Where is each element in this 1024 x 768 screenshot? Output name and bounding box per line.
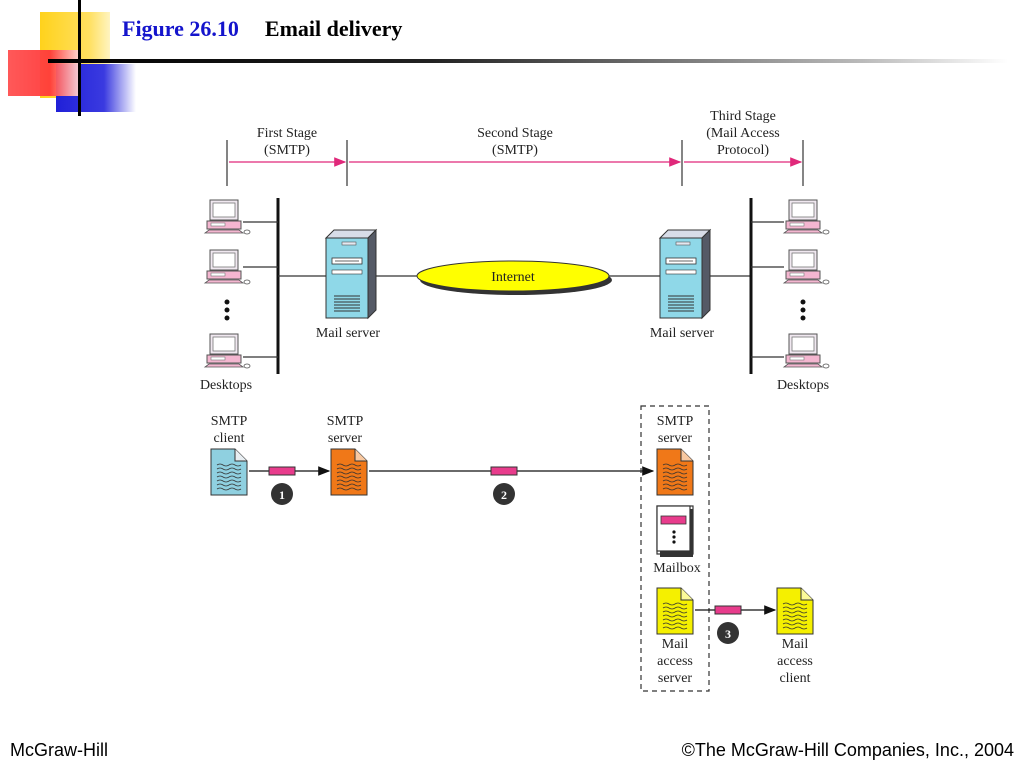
stage3-label-line2: (Mail Access xyxy=(706,126,779,141)
right-desktop-3-icon xyxy=(783,333,830,369)
stage1-label-line1: First Stage xyxy=(257,126,317,141)
smtp-server-2-label-2: server xyxy=(658,431,693,446)
internet-label: Internet xyxy=(491,270,535,285)
stage2-label-line2: (SMTP) xyxy=(492,143,538,158)
mailbox-label: Mailbox xyxy=(653,561,700,576)
left-mail-server-icon xyxy=(325,229,377,319)
packet-2-icon xyxy=(490,466,518,476)
left-lan-bus xyxy=(243,198,280,374)
stage3-label-line1: Third Stage xyxy=(710,109,776,124)
smtp-server-1-label-1: SMTP xyxy=(327,414,364,429)
step-3-number: 3 xyxy=(725,627,731,641)
step-1-badge xyxy=(271,483,293,505)
corner-red-block xyxy=(8,50,78,96)
corner-vertical-line xyxy=(78,0,81,116)
slide-title: Figure 26.10 Email delivery xyxy=(122,16,402,42)
right-desktops-label: Desktops xyxy=(777,378,829,393)
packet-3-icon xyxy=(714,605,742,615)
internet-cloud xyxy=(416,260,610,292)
stage1-label-line2: (SMTP) xyxy=(264,143,310,158)
step-2-number: 2 xyxy=(501,488,507,502)
smtp-client-label-2: client xyxy=(213,431,244,446)
footer-publisher: McGraw-Hill xyxy=(10,740,108,760)
left-desktop-1-icon xyxy=(204,199,251,235)
title-underline xyxy=(48,59,1008,63)
step-3-badge xyxy=(717,622,739,644)
right-mail-server-label: Mail server xyxy=(650,326,714,341)
figure-number: Figure 26.10 xyxy=(122,16,239,41)
smtp-server-1-doc-icon xyxy=(330,448,368,496)
smtp-server-1-label-2: server xyxy=(328,431,363,446)
mail-access-server-label-3: server xyxy=(658,671,693,686)
mail-access-client-label-2: access xyxy=(777,654,813,669)
mail-access-server-label-1: Mail xyxy=(662,637,689,652)
right-ellipsis-dots xyxy=(800,299,806,321)
step-2-badge xyxy=(493,483,515,505)
mailbox-icon xyxy=(656,505,694,557)
smtp-server-2-doc-icon xyxy=(656,448,694,496)
right-desktop-1-icon xyxy=(783,199,830,235)
stage3-label-line3: Protocol) xyxy=(717,143,769,158)
stage-brackets xyxy=(226,140,804,186)
footer-copyright: ©The McGraw-Hill Companies, Inc., 2004 xyxy=(681,740,1014,760)
mail-access-client-label-1: Mail xyxy=(782,637,809,652)
smtp-server-2-label-1: SMTP xyxy=(657,414,694,429)
stage2-label-line1: Second Stage xyxy=(477,126,553,141)
left-desktop-3-icon xyxy=(204,333,251,369)
right-desktop-2-icon xyxy=(783,249,830,285)
packet-1-icon xyxy=(268,466,296,476)
left-desktops-label: Desktops xyxy=(200,378,252,393)
smtp-client-doc-icon xyxy=(210,448,248,496)
mail-access-client-doc-icon xyxy=(776,587,814,635)
right-mail-server-icon xyxy=(659,229,711,319)
mail-access-server-doc-icon xyxy=(656,587,694,635)
mail-access-client-label-3: client xyxy=(779,671,810,686)
mail-access-server-label-2: access xyxy=(657,654,693,669)
left-mail-server-label: Mail server xyxy=(316,326,380,341)
figure-title: Email delivery xyxy=(264,16,403,41)
receiver-server-box xyxy=(640,405,710,692)
left-ellipsis-dots xyxy=(224,299,230,321)
step-1-number: 1 xyxy=(279,488,285,502)
right-lan-bus xyxy=(749,198,784,374)
smtp-client-label-1: SMTP xyxy=(211,414,248,429)
